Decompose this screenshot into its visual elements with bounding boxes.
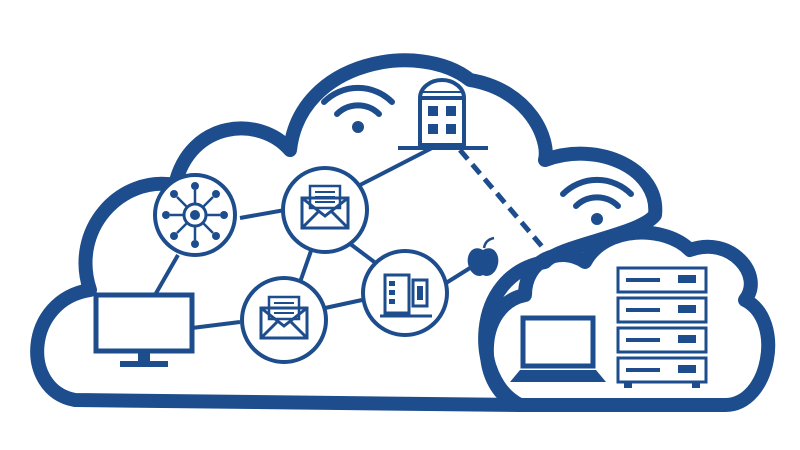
envelope-icon bbox=[300, 184, 350, 230]
sub-cloud-icon bbox=[479, 225, 776, 412]
link-hub-email-top bbox=[239, 208, 286, 220]
link-building-subcloud bbox=[458, 148, 547, 252]
wifi-icon-secondary bbox=[560, 176, 634, 225]
laptop-icon bbox=[510, 315, 606, 382]
document-icon bbox=[380, 273, 432, 318]
network-hub-node bbox=[153, 173, 237, 257]
link-email-bottom-document bbox=[324, 298, 363, 310]
connection-lines bbox=[153, 146, 547, 330]
wifi-icon bbox=[321, 84, 395, 133]
monitor-icon bbox=[93, 292, 195, 367]
link-document-apple bbox=[444, 266, 472, 285]
email-node-bottom bbox=[240, 276, 328, 364]
building-icon bbox=[398, 78, 488, 150]
link-email-top-building bbox=[359, 146, 433, 187]
email-node-top bbox=[281, 166, 369, 254]
document-node bbox=[361, 249, 449, 337]
network-hub-icon bbox=[162, 182, 228, 248]
server-rack-icon bbox=[616, 266, 708, 388]
envelope-icon bbox=[259, 295, 309, 340]
link-monitor-email-bottom bbox=[191, 320, 241, 330]
link-hub-monitor bbox=[153, 254, 180, 296]
apple-icon bbox=[467, 236, 499, 276]
